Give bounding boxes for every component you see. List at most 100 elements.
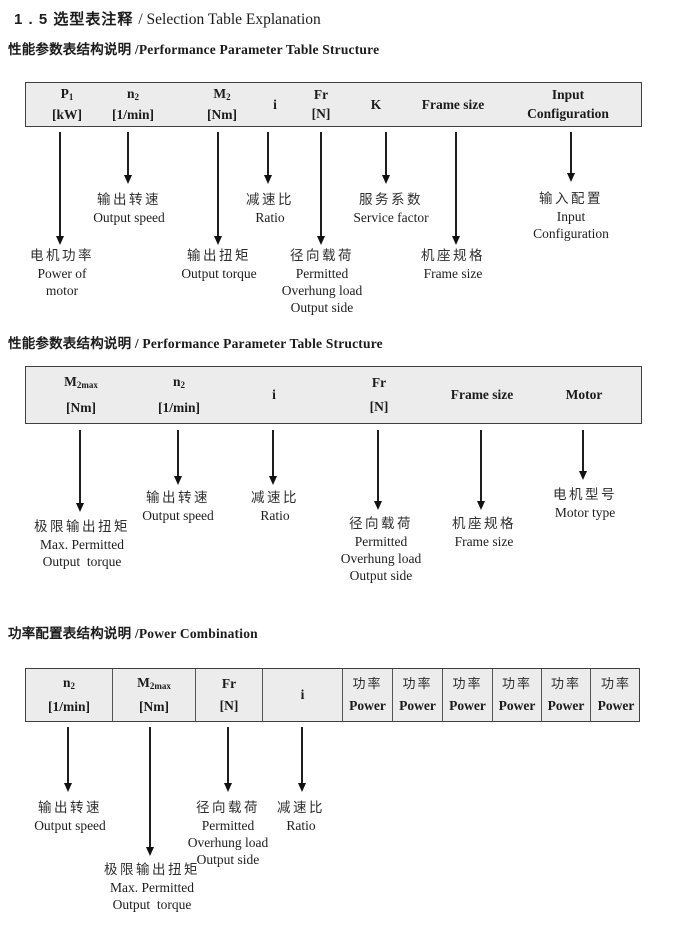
- down-arrow-head-icon: [268, 476, 277, 485]
- callout-line: Configuration: [533, 226, 609, 241]
- callout-line: 减速比: [277, 800, 325, 815]
- page-title-zh: 1 . 5 选型表注释: [14, 11, 134, 28]
- down-arrow-line-Motor: [582, 430, 584, 471]
- column-unit: Power: [498, 698, 536, 713]
- table-column: M2max[Nm]: [64, 367, 98, 423]
- column-label: 功率: [352, 677, 382, 691]
- column-unit: [1/min]: [48, 699, 90, 714]
- callout-line: 电机型号: [553, 487, 617, 502]
- table-column: M2max[Nm]: [113, 669, 196, 721]
- column-label: n2: [63, 676, 75, 693]
- down-arrow-head-icon: [263, 175, 272, 184]
- down-arrow-head-icon: [578, 471, 587, 480]
- section-1-heading: 性能参数表结构说明 /Performance Parameter Table S…: [8, 42, 380, 57]
- callout-line: 机座规格: [452, 516, 516, 531]
- column-label: K: [371, 97, 382, 112]
- column-label: n2: [127, 87, 139, 104]
- callout-line: 极限输出扭矩: [104, 862, 200, 877]
- down-arrow-head-icon: [373, 501, 382, 510]
- down-arrow-line-Input-Configuration: [570, 132, 572, 173]
- callout-line: Output torque: [42, 554, 122, 569]
- callout-line: 机座规格: [421, 248, 485, 263]
- callout-line: 极限输出扭矩: [34, 519, 130, 534]
- column-label-subscript: 2: [226, 92, 231, 102]
- down-arrow-head-icon: [63, 783, 72, 792]
- down-arrow-line-i: [272, 430, 274, 476]
- down-arrow-line-Fr: [227, 727, 229, 783]
- column-label-subscript: 2: [70, 681, 76, 691]
- down-arrow-line-K: [385, 132, 387, 175]
- table-column: n2[1/min]: [158, 367, 200, 423]
- down-arrow-head-icon: [173, 476, 182, 485]
- column-label: n2: [173, 375, 185, 392]
- page-title: 1 . 5 选型表注释/ Selection Table Explanation: [14, 8, 321, 29]
- column-label: 功率: [601, 677, 631, 691]
- column-label-text: Fr: [371, 375, 387, 391]
- table-column: Frame size: [451, 367, 514, 423]
- callout-line: Input: [556, 209, 586, 224]
- column-label-subscript: 2max: [149, 681, 171, 691]
- callout-label: 电机型号 Motor type: [553, 486, 617, 521]
- column-label-text: Fr: [313, 87, 329, 102]
- column-unit: Power: [597, 698, 635, 713]
- column-label: i: [273, 97, 277, 112]
- table-column: Fr [N]: [370, 367, 389, 423]
- callout-line: Permitted: [354, 534, 408, 549]
- down-arrow-head-icon: [55, 236, 64, 245]
- callout-line: Power of: [37, 266, 87, 281]
- column-label: i: [272, 388, 276, 402]
- column-label: i: [301, 688, 305, 702]
- column-unit: [N]: [219, 698, 239, 713]
- down-arrow-head-icon: [75, 503, 84, 512]
- down-arrow-line-n2: [177, 430, 179, 476]
- down-arrow-head-icon: [566, 173, 575, 182]
- column-label: M2max: [64, 375, 98, 392]
- table-column: K: [371, 83, 382, 126]
- callout-line: 径向载荷: [195, 800, 260, 815]
- down-arrow-line-i: [301, 727, 303, 783]
- callout-line: Frame size: [423, 266, 483, 281]
- table-column: P1[kW]: [52, 83, 82, 126]
- callout-line: Permitted: [201, 818, 255, 833]
- column-label-text: Frame size: [450, 387, 514, 402]
- column-label-text: n: [126, 86, 135, 101]
- column-label-subscript: 2max: [76, 380, 98, 391]
- column-label-text: n: [172, 374, 181, 390]
- table-column: 功率 Power: [542, 669, 591, 721]
- column-label: Motor: [566, 388, 603, 402]
- callout-line: Ratio: [260, 508, 290, 523]
- callout-line: Output torque: [112, 897, 192, 912]
- column-label: Input: [552, 88, 584, 102]
- column-label: Frame size: [422, 97, 485, 112]
- down-arrow-head-icon: [297, 783, 306, 792]
- callout-line: Motor type: [554, 505, 616, 520]
- table-column: 功率 Power: [591, 669, 641, 721]
- callout-line: 服务系数: [359, 192, 423, 207]
- column-label-subscript: 2: [134, 92, 140, 102]
- callout-line: Overhung load: [340, 551, 422, 566]
- section-2-heading: 性能参数表结构说明 / Performance Parameter Table …: [8, 336, 383, 351]
- callout-line: 输出扭矩: [187, 248, 251, 263]
- column-unit: Power: [349, 698, 386, 713]
- down-arrow-head-icon: [476, 501, 485, 510]
- column-label-text: i: [300, 687, 305, 702]
- down-arrow-head-icon: [213, 236, 222, 245]
- down-arrow-head-icon: [451, 236, 460, 245]
- callout-line: 减速比: [246, 192, 294, 207]
- down-arrow-head-icon: [145, 847, 154, 856]
- column-label: 功率: [551, 677, 581, 691]
- callout-line: 输入配置: [539, 191, 603, 206]
- column-unit: [N]: [369, 398, 389, 414]
- column-unit: Power: [547, 698, 585, 713]
